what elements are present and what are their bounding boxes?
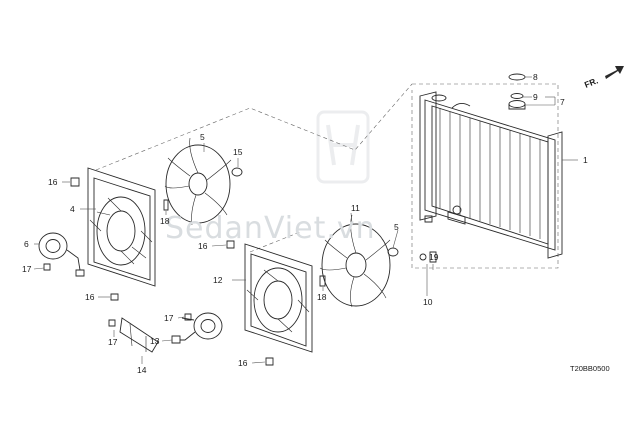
callout-18-a: 18	[160, 216, 170, 226]
cushion-shroud-left[interactable]	[163, 199, 169, 211]
drain-plug[interactable]	[508, 93, 556, 110]
drain-fittings[interactable]	[419, 215, 437, 263]
callout-14: 14	[137, 365, 147, 375]
fan-motor-right[interactable]	[171, 312, 223, 344]
callout-15: 15	[233, 147, 243, 157]
callout-12: 12	[213, 275, 223, 285]
callout-6: 6	[24, 239, 29, 249]
cushion-shroud-right[interactable]	[319, 275, 326, 287]
radiator[interactable]	[419, 91, 563, 259]
bracket[interactable]	[119, 317, 159, 353]
watermark-text: SedanViet.vn	[165, 211, 376, 246]
callout-10: 10	[423, 297, 433, 307]
callout-16-d: 16	[238, 358, 248, 368]
radiator-cap[interactable]	[508, 73, 532, 81]
callout-4: 4	[70, 204, 75, 214]
cushion-top-left[interactable]	[231, 167, 243, 177]
brand-logo-watermark	[316, 110, 370, 184]
callout-5-right: 5	[394, 222, 399, 232]
callout-9: 9	[533, 92, 538, 102]
fan-blade-right[interactable]	[319, 214, 391, 308]
callout-labels: 1 4 5 5 6 7 8 9 10 11 12 13 14 15 16 16 …	[22, 72, 588, 375]
callout-5-left: 5	[200, 132, 205, 142]
callout-17-a: 17	[22, 264, 32, 274]
fan-blade-left[interactable]	[164, 137, 232, 226]
callout-17-b: 17	[108, 337, 118, 347]
callout-18-b: 18	[317, 292, 327, 302]
fan-shroud-left[interactable]	[87, 167, 156, 287]
callout-11: 11	[351, 203, 360, 213]
callout-13: 13	[150, 336, 160, 346]
callout-19: 19	[429, 252, 439, 262]
callout-8: 8	[533, 72, 538, 82]
front-arrow-icon	[605, 66, 624, 79]
callout-7: 7	[560, 97, 565, 107]
callout-16-c: 16	[85, 292, 95, 302]
callout-17-c: 17	[164, 313, 174, 323]
leader-lines	[33, 143, 434, 364]
fan-motor-left[interactable]	[38, 232, 85, 277]
fan-shroud-right[interactable]	[244, 243, 313, 353]
front-indicator-label: FR.	[583, 75, 599, 89]
callout-1: 1	[583, 155, 588, 165]
cushion-right[interactable]	[387, 247, 399, 257]
diagram-code: T20BB0500	[570, 364, 610, 373]
callout-16-a: 16	[48, 177, 58, 187]
callout-16-b: 16	[198, 241, 208, 251]
